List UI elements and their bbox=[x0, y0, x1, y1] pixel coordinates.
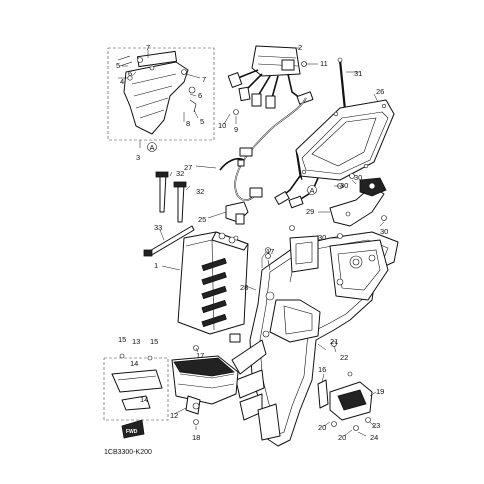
tie-band-part-32 bbox=[155, 171, 187, 223]
leader-lines bbox=[118, 47, 385, 437]
label-5a: 5 bbox=[116, 61, 120, 70]
label-12: 12 bbox=[170, 411, 178, 420]
label-8: 8 bbox=[186, 119, 190, 128]
label-23: 23 bbox=[372, 421, 380, 430]
label-21: 21 bbox=[330, 337, 338, 346]
label-5b: 5 bbox=[200, 117, 204, 126]
label-26: 26 bbox=[376, 87, 384, 96]
label-30a: 30 bbox=[340, 181, 348, 190]
inset-box-top-left bbox=[107, 47, 215, 148]
bracket-part-3 bbox=[117, 50, 197, 135]
callout-a-top: A bbox=[147, 142, 157, 152]
label-6b: 6 bbox=[198, 91, 202, 100]
label-4: 4 bbox=[120, 77, 124, 86]
relay-assembly-part-2 bbox=[227, 45, 314, 115]
label-9: 9 bbox=[234, 125, 238, 134]
label-15b: 15 bbox=[150, 337, 158, 346]
callout-a-top-text: A bbox=[150, 143, 155, 152]
label-28: 28 bbox=[240, 283, 248, 292]
label-25: 25 bbox=[198, 215, 206, 224]
sensor-part-25 bbox=[225, 201, 249, 225]
label-2: 2 bbox=[298, 43, 302, 52]
battery-band-part-14 bbox=[111, 353, 163, 411]
label-18: 18 bbox=[192, 433, 200, 442]
label-14b: 14 bbox=[140, 395, 148, 404]
wire-harness-part-27 bbox=[219, 97, 307, 201]
label-27: 27 bbox=[184, 163, 192, 172]
label-30b: 30 bbox=[354, 173, 362, 182]
fwd-badge-text: FWD bbox=[126, 429, 138, 435]
label-3: 3 bbox=[136, 153, 140, 162]
label-31: 31 bbox=[354, 69, 362, 78]
label-33: 33 bbox=[154, 223, 162, 232]
label-17a: 17 bbox=[266, 247, 274, 256]
label-29: 29 bbox=[306, 207, 314, 216]
label-1: 1 bbox=[154, 261, 158, 270]
fastener-bolts bbox=[193, 233, 343, 425]
label-24: 24 bbox=[370, 433, 378, 442]
battery-tray-part-12 bbox=[171, 355, 239, 415]
tie-band-part-33 bbox=[143, 225, 195, 257]
label-14a: 14 bbox=[130, 359, 138, 368]
meter-assembly-part-26 bbox=[274, 99, 395, 209]
vehicle-frame bbox=[231, 225, 399, 447]
callout-a-bottom-text: A bbox=[310, 186, 315, 195]
label-7a: 7 bbox=[146, 43, 150, 52]
label-17b: 17 bbox=[196, 351, 204, 360]
label-30c: 30 bbox=[380, 227, 388, 236]
ecu-unit-part-1 bbox=[177, 231, 249, 343]
fwd-badge: FWD bbox=[121, 419, 145, 439]
label-30d: 30 bbox=[318, 233, 326, 242]
label-20a: 20 bbox=[318, 423, 326, 432]
label-7b: 7 bbox=[202, 75, 206, 84]
bracket-part-29 bbox=[329, 173, 387, 227]
bracket-part-19 bbox=[317, 371, 373, 431]
label-10: 10 bbox=[218, 121, 226, 130]
label-32b: 32 bbox=[196, 187, 204, 196]
label-15a: 15 bbox=[118, 335, 126, 344]
callout-a-bottom: A bbox=[307, 185, 317, 195]
label-13: 13 bbox=[132, 337, 140, 346]
label-16: 16 bbox=[318, 365, 326, 374]
part-labels: 2 7 5 6 7 4 6 8 5 3 10 9 11 31 26 27 32 … bbox=[116, 43, 388, 442]
label-19: 19 bbox=[376, 387, 384, 396]
label-22: 22 bbox=[340, 353, 348, 362]
inset-box-bottom-left bbox=[103, 357, 169, 421]
label-32a: 32 bbox=[176, 169, 184, 178]
drawing-code: 1CB3300-K200 bbox=[104, 449, 152, 456]
label-11: 11 bbox=[320, 59, 328, 68]
label-20b: 20 bbox=[338, 433, 346, 442]
label-6a: 6 bbox=[128, 69, 132, 78]
